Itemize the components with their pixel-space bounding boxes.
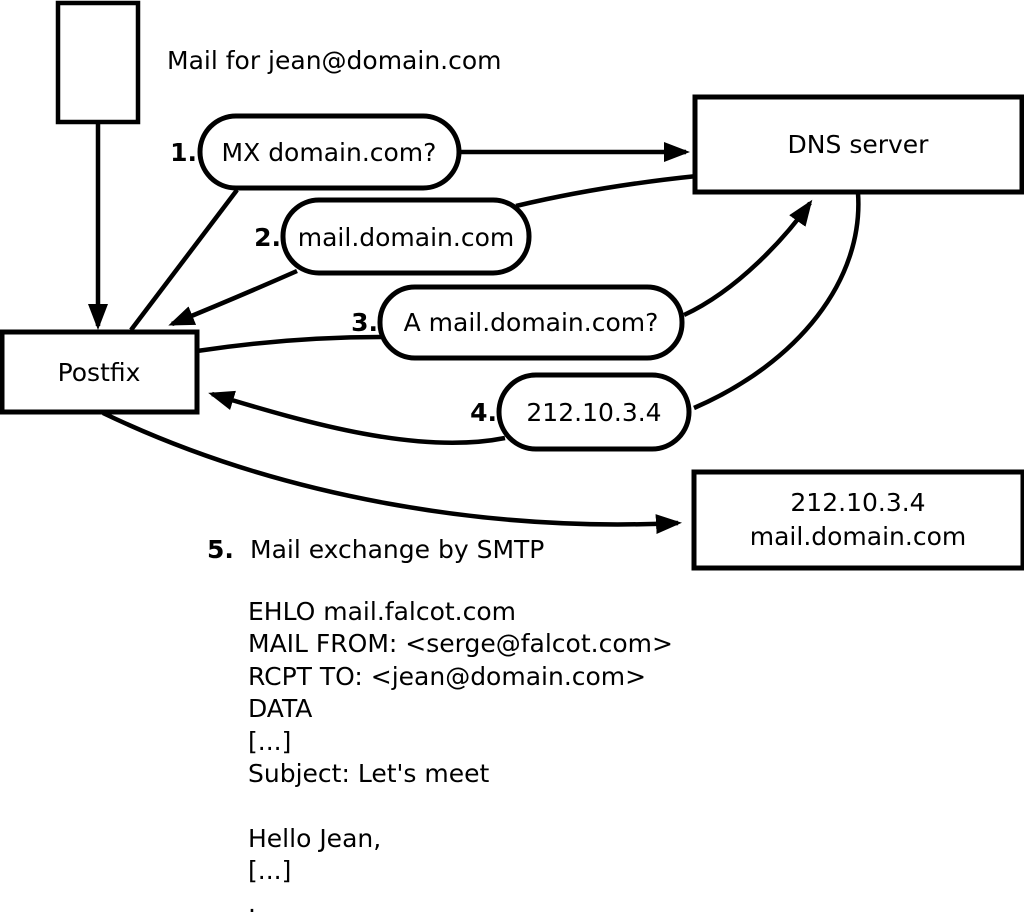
edge-postfix-to-mailserver-arrow (102, 410, 682, 535)
edge-answer2-to-postfix-arrow (168, 268, 298, 327)
pill-query-mx (197, 113, 462, 191)
postfix-label: Postfix (58, 358, 141, 387)
step2-number: 2. (254, 223, 281, 252)
dns-server-label: DNS server (788, 130, 930, 159)
step4-number: 4. (470, 398, 497, 427)
pill-answer-mx (280, 197, 532, 276)
dns-server-node (692, 94, 1024, 195)
pill-answer-a (496, 372, 692, 452)
pill-query-a (377, 284, 685, 361)
edge-postfix-to-query1 (129, 188, 239, 332)
mail-server-host-label: mail.domain.com (750, 522, 966, 551)
step2-label: mail.domain.com (298, 223, 514, 252)
step3-number: 3. (351, 308, 378, 337)
step1-label: MX domain.com? (222, 138, 437, 167)
step5-label: Mail exchange by SMTP (250, 535, 544, 564)
step3-label: A mail.domain.com? (404, 308, 659, 337)
step5-number: 5. (207, 535, 234, 564)
envelope-node (55, 0, 141, 125)
mail-server-node (691, 469, 1024, 571)
postfix-node (0, 329, 200, 415)
smtp-session-text: EHLO mail.falcot.com MAIL FROM: <serge@f… (248, 597, 673, 918)
mail-server-ip-label: 212.10.3.4 (790, 488, 925, 517)
edge-dns-to-answer2 (515, 173, 698, 209)
edge-dns-to-answer4 (693, 192, 861, 411)
diagram-title: Mail for jean@domain.com (167, 46, 502, 75)
edge-query3-to-dns-arrow (683, 199, 813, 318)
edge-answer4-to-postfix-arrow (208, 390, 506, 446)
step4-label: 212.10.3.4 (526, 398, 661, 427)
edge-postfix-to-query3 (196, 334, 383, 354)
step1-number: 1. (170, 138, 197, 167)
